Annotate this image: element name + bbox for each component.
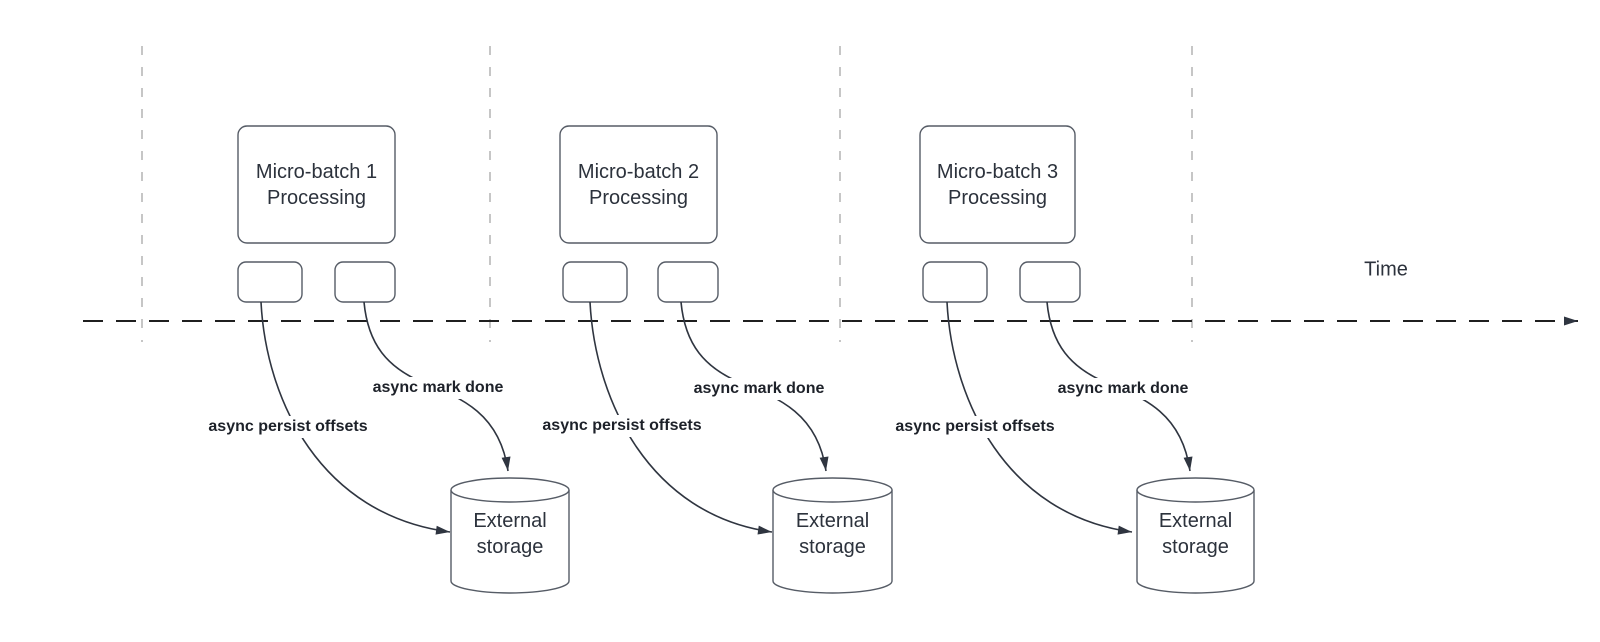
micro-batch-3-title-line1: Micro-batch 3 (936, 160, 1059, 183)
batch-2-offset-chip-right (657, 261, 719, 303)
micro-batch-1-title-line1: Micro-batch 1 (255, 160, 378, 183)
micro-batch-2-title: Micro-batch 2 Processing (560, 126, 717, 243)
micro-batch-1-title-line2: Processing (267, 186, 366, 209)
batch-2-offset-chip-left (562, 261, 628, 303)
persist-offsets-arrow-3 (946, 301, 1133, 535)
persist-offsets-arrow-1 (260, 301, 451, 535)
external-storage-cylinder-3 (1136, 477, 1255, 594)
external-storage-label-2: External storage (795, 510, 870, 558)
batch-3-offset-chip-left (922, 261, 988, 303)
external-storage-cylinder-2 (772, 477, 893, 594)
external-storage-cylinder-1 (450, 477, 570, 594)
persist-offsets-label-2: async persist offsets (537, 415, 707, 437)
batch-1-offset-chip-left (237, 261, 303, 303)
micro-batch-3-title-line2: Processing (948, 186, 1047, 209)
micro-batch-3-title: Micro-batch 3 Processing (920, 126, 1075, 243)
batch-1-offset-chip-right (334, 261, 396, 303)
external-storage-label-1: External storage (473, 510, 547, 558)
micro-batch-1-title: Micro-batch 1 Processing (238, 126, 395, 243)
micro-batch-2-title-line2: Processing (589, 186, 688, 209)
persist-offsets-label-1: async persist offsets (203, 416, 373, 438)
micro-batch-2-title-line1: Micro-batch 2 (577, 160, 700, 183)
micro-batch-3-box (919, 125, 1076, 244)
mark-done-label-1: async mark done (367, 377, 509, 399)
mark-done-label-2: async mark done (688, 378, 830, 400)
micro-batch-1-box (237, 125, 396, 244)
micro-batch-2-box (559, 125, 718, 244)
persist-offsets-label-3: async persist offsets (890, 416, 1060, 438)
external-storage-label-3: External storage (1158, 510, 1233, 558)
mark-done-label-3: async mark done (1052, 378, 1194, 400)
persist-offsets-arrow-2 (589, 301, 773, 535)
batch-3-offset-chip-right (1019, 261, 1081, 303)
time-axis-label: Time (1364, 258, 1408, 281)
